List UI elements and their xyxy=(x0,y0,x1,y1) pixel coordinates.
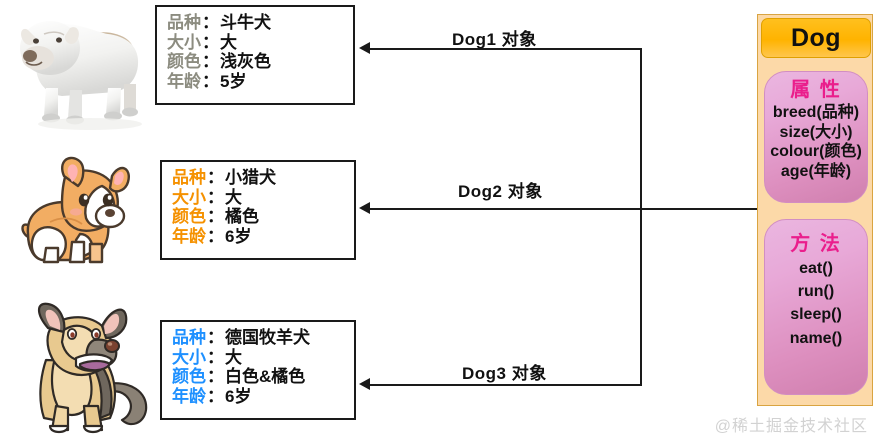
attribute-separator: ： xyxy=(207,227,224,247)
bulldog-figurine-image xyxy=(20,21,142,130)
arrowhead-dog2 xyxy=(359,202,370,214)
watermark: @稀土掘金技术社区 xyxy=(714,418,868,435)
attribute-key: 大小 xyxy=(167,32,201,52)
class-name-header: Dog xyxy=(761,18,871,58)
attribute-item: age(年龄) xyxy=(780,162,852,180)
edge-label-dog2: Dog2 对象 xyxy=(458,182,543,201)
attribute-value: 6岁 xyxy=(225,387,252,407)
attribute-key: 颜色 xyxy=(167,52,201,72)
method-item: name() xyxy=(789,329,843,347)
object-box-dog1: 品种 ： 斗牛犬 大小 ： 大 颜色 ： 浅灰色 年龄 ： 5岁 xyxy=(155,5,355,105)
attribute-row: 颜色 ： 白色&橘色 xyxy=(172,367,354,387)
connector-trunk-to-class xyxy=(640,208,758,210)
attribute-value: 白色&橘色 xyxy=(225,367,306,387)
attribute-row: 品种 ： 小猎犬 xyxy=(172,168,354,188)
attribute-value: 5岁 xyxy=(220,72,247,92)
edge-label-dog3: Dog3 对象 xyxy=(462,364,547,383)
attribute-separator: ： xyxy=(207,207,224,227)
attribute-value: 小猎犬 xyxy=(225,168,276,187)
attribute-item: colour(颜色) xyxy=(770,143,862,161)
attribute-row: 颜色 ： 橘色 xyxy=(172,207,354,227)
arrowhead-dog1 xyxy=(359,42,370,54)
connector-trunk-vertical xyxy=(640,48,642,386)
attribute-key: 颜色 xyxy=(172,367,206,387)
attribute-value: 大 xyxy=(220,32,237,52)
attribute-value: 大 xyxy=(225,187,242,207)
attribute-key: 颜色 xyxy=(172,207,206,227)
attribute-row: 年龄 ： 6岁 xyxy=(172,227,354,247)
attributes-title: 属 性 xyxy=(790,79,842,101)
attribute-key: 年龄 xyxy=(172,227,206,247)
attribute-key: 年龄 xyxy=(167,72,201,92)
attribute-row: 年龄 ： 5岁 xyxy=(167,72,353,92)
corgi-cartoon-image xyxy=(21,156,130,264)
attribute-item: breed(品种) xyxy=(772,104,860,121)
attribute-separator: ： xyxy=(207,347,224,367)
object-box-dog2: 品种 ： 小猎犬 大小 ： 大 颜色 ： 橘色 年龄 ： 6岁 xyxy=(160,160,356,260)
attribute-key: 年龄 xyxy=(172,387,206,407)
attribute-row: 年龄 ： 6岁 xyxy=(172,387,354,407)
attribute-separator: ： xyxy=(207,328,224,347)
attribute-row: 品种 ： 斗牛犬 xyxy=(167,13,353,33)
attribute-separator: ： xyxy=(202,52,219,72)
method-item: sleep() xyxy=(790,306,842,324)
attribute-row: 颜色 ： 浅灰色 xyxy=(167,52,353,72)
attribute-row: 大小 ： 大 xyxy=(172,188,354,208)
attribute-separator: ： xyxy=(207,367,224,387)
attribute-value: 斗牛犬 xyxy=(220,13,271,32)
attribute-separator: ： xyxy=(202,72,219,92)
attribute-key: 品种 xyxy=(167,13,201,32)
object-box-dog3: 品种 ： 德国牧羊犬 大小 ： 大 颜色 ： 白色&橘色 年龄 ： 6岁 xyxy=(160,320,356,420)
methods-title: 方 法 xyxy=(790,233,842,255)
attribute-key: 大小 xyxy=(172,187,206,207)
method-item: eat() xyxy=(799,260,833,277)
attribute-value: 橘色 xyxy=(225,207,259,227)
attribute-separator: ： xyxy=(207,187,224,207)
class-methods-section: 方 法 eat() run() sleep() name() xyxy=(764,219,868,395)
attribute-item: size(大小) xyxy=(779,123,853,141)
attribute-separator: ： xyxy=(207,387,224,407)
arrowhead-dog3 xyxy=(359,378,370,390)
attribute-key: 品种 xyxy=(172,168,206,187)
attribute-row: 大小 ： 大 xyxy=(167,33,353,53)
connector-branch-dog1 xyxy=(370,48,640,50)
connector-branch-dog3 xyxy=(370,384,640,386)
class-box-dog: Dog 属 性 breed(品种) size(大小) colour(颜色) ag… xyxy=(757,14,873,406)
attribute-key: 品种 xyxy=(172,328,206,347)
method-item: run() xyxy=(797,283,835,301)
attribute-value: 浅灰色 xyxy=(220,52,271,72)
attribute-row: 品种 ： 德国牧羊犬 xyxy=(172,328,354,348)
attribute-value: 德国牧羊犬 xyxy=(225,328,310,347)
attribute-separator: ： xyxy=(202,32,219,52)
attribute-value: 6岁 xyxy=(225,227,252,247)
attribute-row: 大小 ： 大 xyxy=(172,348,354,368)
class-attributes-section: 属 性 breed(品种) size(大小) colour(颜色) age(年龄… xyxy=(764,71,868,203)
attribute-separator: ： xyxy=(207,168,224,187)
attribute-key: 大小 xyxy=(172,347,206,367)
connector-branch-dog2 xyxy=(370,208,640,210)
edge-label-dog1: Dog1 对象 xyxy=(452,30,537,49)
attribute-separator: ： xyxy=(202,13,219,32)
german-shepherd-cartoon-image xyxy=(37,302,148,434)
attribute-value: 大 xyxy=(225,347,242,367)
